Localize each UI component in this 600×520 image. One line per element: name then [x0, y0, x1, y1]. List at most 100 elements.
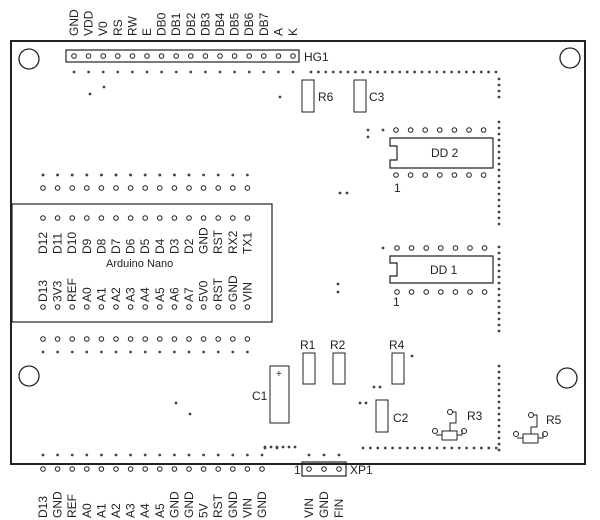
bottom-header-label: GND: [51, 491, 65, 518]
dd1-body: [389, 255, 494, 284]
via: [41, 173, 45, 177]
xp1-ref: XP1: [350, 463, 373, 477]
nano-bottom-pin-label: A2: [109, 287, 123, 302]
pad: [215, 336, 221, 342]
via: [173, 173, 176, 177]
via: [231, 173, 235, 177]
r5-pad: [513, 431, 519, 437]
nano-bottom-pin: [98, 304, 105, 310]
via: [231, 453, 235, 457]
c1-polarity: +: [276, 369, 282, 380]
via: [70, 173, 74, 177]
via: [187, 350, 191, 354]
via: [497, 305, 501, 309]
r3-pad: [447, 409, 453, 415]
pad: [157, 185, 163, 191]
via: [497, 192, 501, 196]
via: [369, 446, 372, 450]
nano-bottom-pin: [84, 304, 90, 310]
bottom-header-pin: [142, 466, 148, 472]
board-outline: [10, 40, 586, 465]
nano-bottom-pin-label: A3: [124, 287, 138, 302]
via: [56, 350, 59, 354]
via: [337, 453, 341, 457]
via: [420, 446, 424, 450]
nano-bottom-pin-label: REF: [65, 278, 79, 302]
capacitor-c3: C3: [353, 79, 385, 113]
nano-bottom-pin-label: D13: [36, 280, 50, 302]
via: [372, 385, 376, 389]
r5-wiper: [517, 414, 544, 439]
bottom-header-label: GND: [255, 491, 269, 518]
via: [358, 401, 362, 405]
via: [216, 173, 220, 177]
pad: [200, 185, 207, 191]
via: [497, 400, 501, 404]
via: [247, 70, 251, 74]
nano-bottom-pin: [215, 304, 221, 310]
nano-top-pin-label: D7: [109, 238, 123, 254]
via: [322, 453, 326, 457]
pad: [84, 336, 90, 342]
via: [129, 350, 133, 354]
via: [309, 70, 313, 74]
nano-top-pin: [186, 215, 192, 221]
via: [494, 70, 498, 74]
via: [307, 453, 311, 457]
pad: [215, 185, 221, 191]
via: [269, 445, 273, 449]
nano-top-pin: [230, 215, 236, 221]
via: [497, 120, 501, 124]
via: [497, 287, 501, 291]
via: [114, 173, 118, 177]
via: [116, 70, 120, 74]
bottom-header-label: GND: [226, 491, 240, 518]
via: [472, 446, 476, 450]
via: [202, 173, 206, 177]
via: [497, 126, 501, 130]
via: [413, 446, 417, 450]
pad: [408, 289, 415, 295]
resistor-r1: R1: [300, 338, 316, 385]
dd2-label: DD 2: [431, 146, 459, 160]
via: [41, 453, 45, 457]
r5-body: [522, 433, 539, 444]
nano-top-pin-label: D3: [167, 238, 181, 254]
via: [497, 442, 501, 446]
resistor-r6: R6: [301, 79, 334, 113]
dd2-body: [389, 137, 494, 169]
pads-and-vias: [40, 53, 501, 472]
via: [56, 173, 59, 177]
via: [278, 95, 282, 99]
via: [291, 70, 295, 74]
nano-top-pin: [113, 215, 119, 221]
dd1-pin1: 1: [393, 295, 400, 309]
lcd-header-ref: HG1: [304, 50, 329, 64]
via: [72, 70, 76, 74]
r2-body: [332, 352, 346, 385]
lcd-pin-label: A: [271, 28, 285, 36]
via: [173, 453, 176, 457]
via: [487, 446, 491, 450]
bottom-header-label: REF: [65, 494, 79, 518]
via: [216, 453, 220, 457]
xp1-pin: [306, 466, 312, 472]
pad: [422, 172, 429, 178]
via: [497, 406, 501, 410]
via: [497, 275, 501, 279]
c2-body: [375, 399, 389, 433]
bottom-header-pin: [54, 466, 61, 472]
pad: [127, 336, 134, 342]
capacitor-c1: + C1: [252, 365, 290, 424]
r2-label: R2: [330, 338, 346, 352]
nano-bottom-pin-label: VIN: [240, 282, 254, 302]
via: [100, 453, 103, 457]
via: [497, 370, 501, 374]
via: [443, 446, 446, 450]
pad: [438, 245, 444, 251]
via: [497, 180, 501, 184]
lcd-pin-label: VDD: [82, 10, 96, 36]
